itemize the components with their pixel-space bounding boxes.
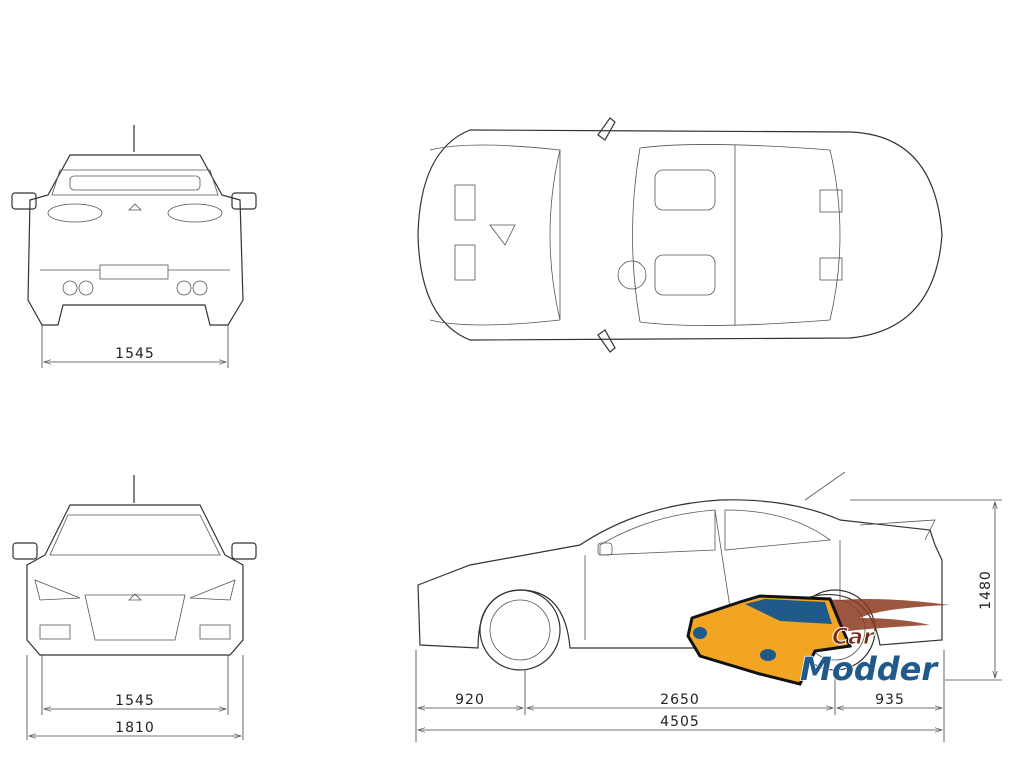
logo-word-car: Car xyxy=(832,625,875,650)
front-view: 1545 1810 xyxy=(12,475,257,740)
wheelbase-label: 2650 xyxy=(660,692,700,708)
overall-width-label: 1810 xyxy=(115,720,155,736)
rear-overhang-label: 935 xyxy=(875,692,905,708)
front-track-label: 1545 xyxy=(115,693,155,709)
top-view xyxy=(417,117,943,353)
logo-word-modder: Modder xyxy=(800,650,939,688)
rear-track-label: 1545 xyxy=(115,346,155,362)
carmodder-logo: Car Modder xyxy=(686,594,950,689)
rear-view: 1545 xyxy=(11,125,257,368)
front-overhang-label: 920 xyxy=(455,692,485,708)
overall-height-label: 1480 xyxy=(978,570,994,610)
overall-length-label: 4505 xyxy=(660,714,700,730)
